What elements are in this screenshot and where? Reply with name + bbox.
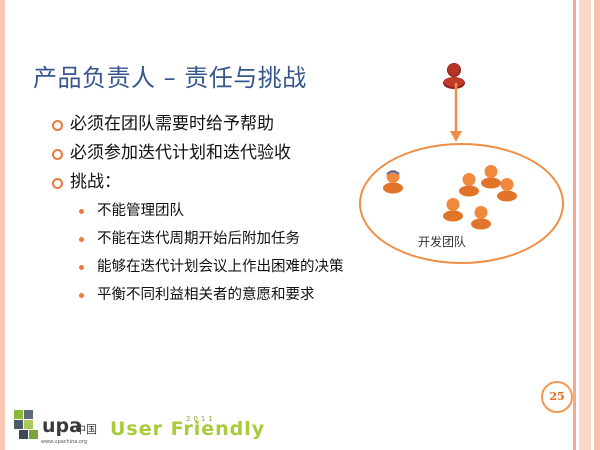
user-friendly-year: 2011: [186, 415, 216, 423]
team-member-person-icon: [459, 173, 479, 197]
team-member-person-icon: [497, 178, 517, 202]
right-decor-bar: [573, 0, 576, 450]
bullet-ring-icon: [52, 178, 63, 189]
team-member-person-icon: [443, 198, 463, 222]
left-decor-bar: [0, 0, 5, 450]
bullet-dot-icon: [79, 293, 84, 298]
sub-bullet-item: 不能管理团队: [72, 201, 357, 222]
bullet-dot-icon: [79, 209, 84, 214]
bullet-item: 必须在团队需要时给予帮助: [52, 110, 382, 139]
slide-title: 产品负责人 – 责任与挑战: [33, 64, 307, 92]
right-decor-bar: [594, 0, 600, 450]
upa-logo-text: upa: [42, 415, 82, 437]
sub-bullet-list: 不能管理团队 不能在迭代周期开始后附加任务 能够在迭代计划会议上作出困难的决策 …: [52, 201, 382, 306]
team-circle: [359, 143, 564, 264]
upa-cubes-icon: [14, 410, 38, 439]
bullet-text: 必须参加迭代计划和迭代验收: [70, 143, 291, 163]
team-diagram: 开发团队: [355, 55, 570, 270]
bullet-text: 必须在团队需要时给予帮助: [70, 114, 274, 134]
sub-bullet-item: 不能在迭代周期开始后附加任务: [72, 229, 357, 250]
bullet-ring-icon: [52, 120, 63, 131]
bullet-ring-icon: [52, 149, 63, 160]
bullet-dot-icon: [79, 265, 84, 270]
team-member-person-icon: [481, 165, 501, 189]
right-decor-bar: [579, 0, 591, 450]
bullet-item: 必须参加迭代计划和迭代验收: [52, 139, 382, 168]
sub-bullet-container: 不能管理团队 不能在迭代周期开始后附加任务 能够在迭代计划会议上作出困难的决策 …: [52, 201, 382, 306]
sub-bullet-item: 平衡不同利益相关者的意愿和要求: [72, 285, 357, 306]
sub-bullet-text: 不能管理团队: [97, 203, 184, 219]
upa-url: www.upachina.org: [41, 439, 88, 445]
bullet-dot-icon: [79, 237, 84, 242]
team-label: 开发团队: [418, 235, 467, 249]
sub-bullet-text: 能够在迭代计划会议上作出困难的决策: [97, 259, 344, 275]
upa-china-logo: upa 中国 www.upachina.org: [12, 408, 102, 448]
product-owner-person-icon: [443, 63, 465, 89]
sub-bullet-text: 不能在迭代周期开始后附加任务: [97, 231, 300, 247]
sub-bullet-item: 能够在迭代计划会议上作出困难的决策: [72, 257, 357, 278]
bullet-text: 挑战：: [70, 172, 121, 192]
upa-logo-cn: 中国: [75, 423, 97, 436]
sub-bullet-text: 平衡不同利益相关者的意愿和要求: [97, 287, 315, 303]
page-number-badge: 25: [541, 381, 573, 413]
bullet-list: 必须在团队需要时给予帮助 必须参加迭代计划和迭代验收 挑战： 不能管理团队 不能…: [52, 110, 382, 313]
team-member-person-icon: [471, 206, 491, 230]
bullet-item: 挑战：: [52, 168, 382, 197]
team-member-person-icon: [383, 170, 403, 194]
down-arrow-icon: [450, 83, 462, 142]
user-friendly-logo: User Friendly: [110, 418, 266, 440]
